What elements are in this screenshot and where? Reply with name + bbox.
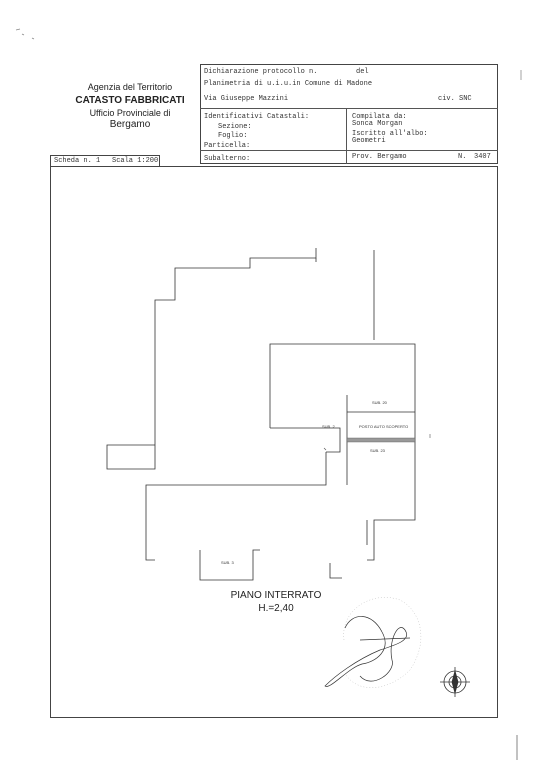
subalterno-label: Subalterno: bbox=[204, 155, 251, 163]
scale: Scala 1:200 bbox=[112, 157, 159, 165]
sub-20-label: SUB. 20 bbox=[372, 400, 387, 405]
identifiers-title: Identificativi Catastali: bbox=[204, 113, 310, 121]
number-label: N. bbox=[458, 153, 467, 161]
plan-wall bbox=[199, 549, 260, 581]
plan-wall bbox=[106, 248, 317, 470]
registered-value: Geometri bbox=[352, 137, 386, 145]
foglio-label: Foglio: bbox=[218, 132, 248, 140]
divider-line bbox=[200, 108, 498, 109]
particella-label: Particella: bbox=[204, 142, 251, 150]
sub-23-label: SUB. 23 bbox=[370, 448, 385, 453]
sub-3-label: SUB. 3 bbox=[221, 560, 234, 565]
compiled-label: Compilata da: bbox=[352, 113, 407, 121]
floor-height: H.=2,40 bbox=[258, 603, 294, 614]
plan-mark bbox=[329, 563, 342, 579]
agency-block: Agenzia del Territorio CATASTO FABBRICAT… bbox=[60, 82, 200, 130]
divider-line bbox=[200, 150, 498, 151]
drawing-frame bbox=[50, 166, 498, 718]
sezione-label: Sezione: bbox=[218, 123, 252, 131]
compiled-name: Sonca Morgan bbox=[352, 120, 403, 128]
plan-wall bbox=[270, 427, 341, 453]
office-city: Bergamo bbox=[109, 119, 151, 130]
cadastre-title: CATASTO FABBRICATI bbox=[75, 95, 185, 106]
province: Prov. Bergamo bbox=[352, 153, 407, 161]
scan-marks bbox=[15, 28, 35, 40]
plan-wall bbox=[145, 452, 327, 561]
protocol-label: Dichiarazione protocollo n. bbox=[204, 68, 318, 76]
registered-label: Iscritto all'albo: bbox=[352, 130, 428, 138]
header-form bbox=[200, 64, 498, 164]
signature-scribble bbox=[324, 616, 411, 687]
parking-strip bbox=[346, 437, 416, 443]
parking-label: POSTO AUTO SCOPERTO bbox=[359, 424, 409, 429]
provincial-office: Ufficio Provinciale di bbox=[89, 108, 171, 118]
agency-name: Agenzia del Territorio bbox=[87, 82, 173, 92]
planimetry-text: Planimetria di u.i.u.in Comune di Madone bbox=[204, 80, 373, 88]
divider-line bbox=[346, 108, 347, 164]
signature-stamp bbox=[343, 597, 422, 688]
protocol-del: del bbox=[356, 68, 369, 76]
number-value: 3407 bbox=[474, 153, 491, 161]
plan-wall bbox=[269, 343, 416, 561]
civic-number: civ. SNC bbox=[438, 95, 472, 103]
floor-name: PIANO INTERRATO bbox=[230, 590, 322, 601]
sub-2-label: SUB. 2 bbox=[322, 424, 335, 429]
scheda-number: Scheda n. 1 bbox=[54, 157, 101, 165]
compass-icon bbox=[440, 667, 470, 697]
address: Via Giuseppe Mazzini bbox=[204, 95, 289, 103]
